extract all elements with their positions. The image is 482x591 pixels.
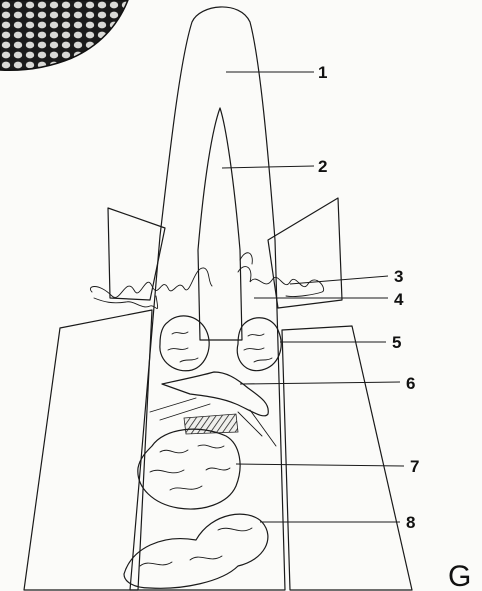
convoluted-organ-lower: [124, 514, 268, 588]
callout-4: 4: [394, 290, 404, 309]
callout-1: 1: [318, 63, 327, 82]
body-wall-left: [24, 310, 152, 590]
central-duct: [150, 372, 276, 446]
callout-3: 3: [394, 267, 403, 286]
coiled-tubule-right: [238, 253, 324, 297]
callout-7: 7: [410, 457, 419, 476]
callout-5: 5: [392, 333, 401, 352]
cellular-tissue-fragment: [0, 0, 128, 70]
coiled-tubule-left: [90, 268, 212, 309]
gland-left: [160, 316, 209, 371]
callout-2: 2: [318, 157, 327, 176]
inner-core: [198, 108, 242, 340]
body-wall-right: [282, 326, 412, 590]
leader-lines: [222, 72, 404, 522]
panel-letter: G: [448, 560, 471, 591]
left-flap: [108, 208, 165, 300]
callout-6: 6: [406, 374, 415, 393]
gland-right: [237, 318, 281, 371]
convoluted-organ-upper: [138, 429, 240, 509]
callout-8: 8: [406, 513, 415, 532]
right-flap: [268, 198, 342, 308]
